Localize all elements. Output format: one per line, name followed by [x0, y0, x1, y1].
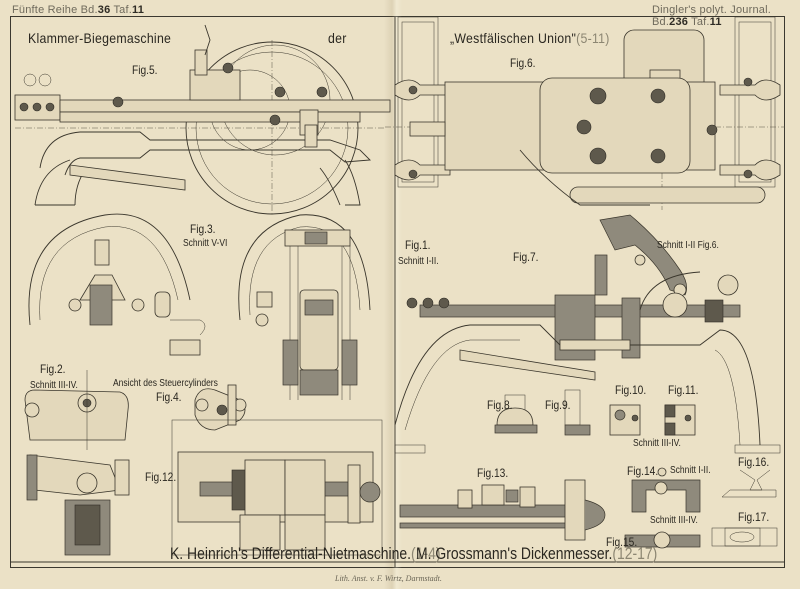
header-right-plate: 11 [709, 16, 722, 28]
fig2-drawing [24, 370, 130, 556]
header-left-series: Fünfte Reihe Bd. [12, 4, 98, 16]
header-right-journal: Dingler's polyt. Journal. Bd. [652, 4, 771, 28]
title-westfaelische-union-text: „Westfälischen Union" [450, 30, 577, 46]
title-grossmann-dickenmesser: M. Grossmann's Dickenmesser.(12-17) [416, 544, 657, 564]
fig10-label: Fig.10. [615, 383, 647, 397]
title-westfaelische-union-range: (5-11) [576, 30, 610, 46]
fig3-label: Fig.3. [190, 222, 216, 236]
page-fold [384, 0, 402, 589]
title-grossmann-text: M. Grossmann's Dickenmesser. [416, 544, 613, 563]
fig4-caption: Ansicht des Steuercylinders [113, 378, 218, 389]
header-left: Fünfte Reihe Bd.36 Taf.11 [12, 4, 144, 16]
fig5-label: Fig.5. [132, 63, 158, 77]
title-heinrich-range: (1-4) [411, 544, 441, 563]
fig5-drawing [14, 24, 391, 215]
fig1-label: Fig.1. [405, 238, 431, 252]
header-right: Dingler's polyt. Journal. Bd.236 Taf.11 [652, 4, 800, 28]
fig13-drawing [399, 479, 606, 541]
fig13-label: Fig.13. [477, 466, 509, 480]
fig12-drawing [171, 419, 383, 556]
title-heinrich-text: K. Heinrich's Differential-Nietmaschine. [170, 544, 412, 563]
fig4-label: Fig.4. [156, 390, 182, 404]
title-heinrich-nietmaschine: K. Heinrich's Differential-Nietmaschine.… [170, 544, 440, 564]
fig2-label: Fig.2. [40, 362, 66, 376]
fig7-drawing [394, 214, 781, 454]
fig8-11-drawings [494, 389, 696, 436]
header-left-plate: 11 [131, 4, 145, 16]
header-right-volume: 236 [669, 16, 689, 28]
title-grossmann-range: (12-17) [612, 544, 658, 563]
fig4-drawing [194, 384, 247, 431]
title-westfaelische-union: „Westfälischen Union"(5-11) [450, 30, 610, 46]
title-klammer-biegemaschine: Klammer-Biegemaschine [28, 30, 172, 46]
fig10-11-section: Schnitt III-IV. [633, 438, 681, 449]
title-der: der [328, 30, 347, 46]
fig1-section: Schnitt I-II. [398, 256, 439, 267]
header-left-volume: 36 [97, 4, 111, 16]
fig11-label: Fig.11. [668, 383, 699, 397]
plate-border [10, 16, 785, 568]
fig14-label: Fig.14. [627, 464, 659, 478]
fig2-section: Schnitt III-IV. [30, 380, 78, 391]
fig6-label: Fig.6. [510, 56, 536, 70]
fig15-label: Fig.15. [606, 535, 638, 549]
header-left-plate-prefix: Taf. [113, 4, 132, 16]
fig14-17-drawings [624, 467, 778, 549]
fig7-label: Fig.7. [513, 250, 539, 264]
fig3-drawing [28, 213, 371, 400]
fig9-label: Fig.9. [545, 398, 571, 412]
fig3-section: Schnitt V-VI [183, 238, 228, 249]
fig12-label: Fig.12. [145, 470, 177, 484]
fig7-section: Schnitt I-II Fig.6. [657, 240, 719, 251]
fig15-section: Schnitt III-IV. [650, 515, 698, 526]
fig16-label: Fig.16. [738, 455, 770, 469]
lithographer-credit: Lith. Anst. v. F. Wirtz, Darmstadt. [335, 574, 442, 583]
fig17-label: Fig.17. [738, 510, 770, 524]
fig14-section: Schnitt I-II. [670, 465, 711, 476]
header-right-plate-prefix: Taf. [691, 16, 710, 28]
fig8-label: Fig.8. [487, 398, 513, 412]
fig6-drawing [385, 16, 785, 210]
